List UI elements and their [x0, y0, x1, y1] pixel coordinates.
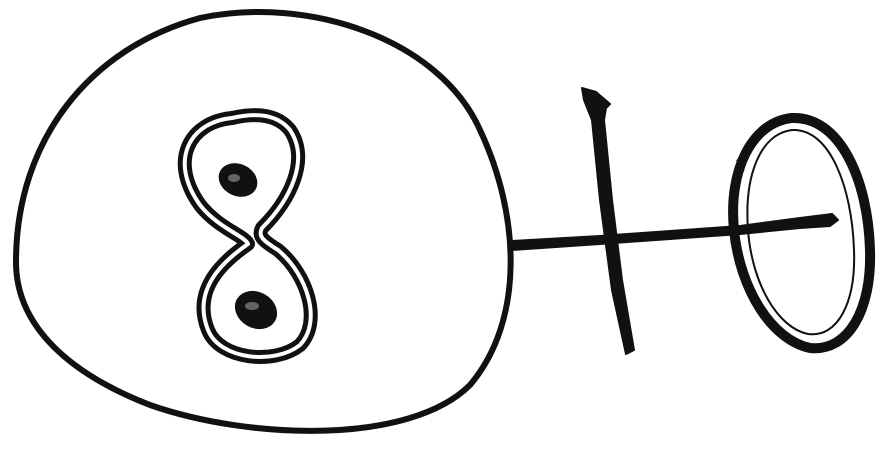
lower-dot: [228, 283, 284, 336]
horizontal-bar: [512, 214, 838, 250]
upper-dot-highlight: [228, 174, 240, 182]
lower-dot-highlight: [245, 302, 259, 310]
vertical-stroke: [582, 88, 634, 354]
